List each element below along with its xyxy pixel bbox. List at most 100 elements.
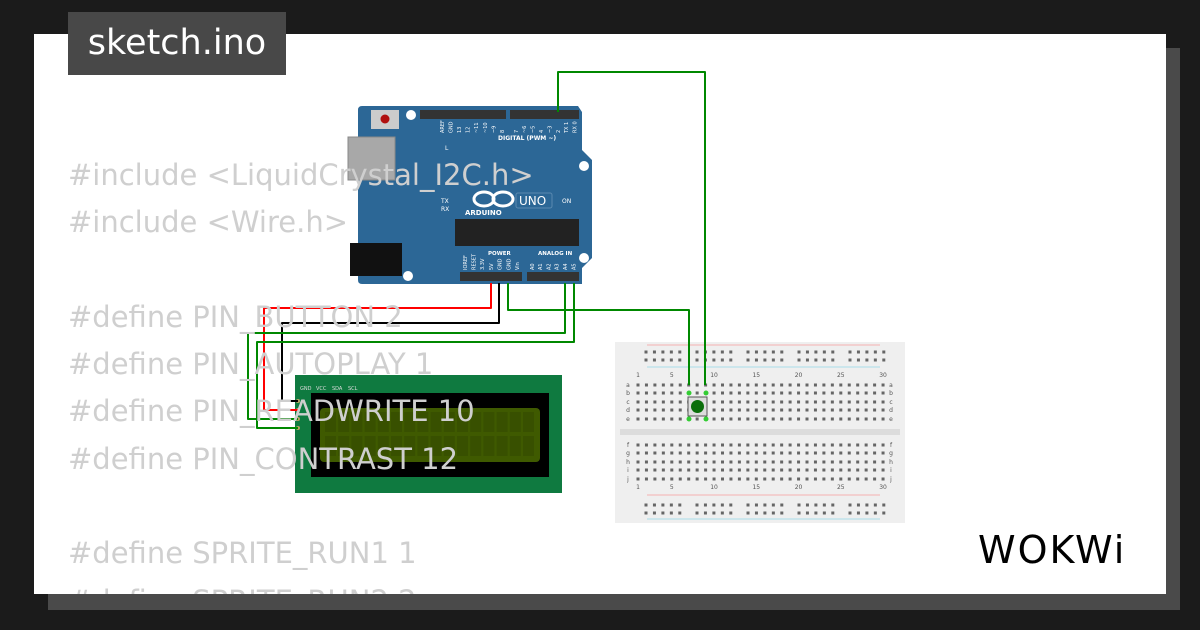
breadboard-hole[interactable] (856, 468, 860, 472)
rail-hole[interactable] (856, 511, 860, 515)
breadboard-hole[interactable] (678, 383, 682, 387)
rail-hole[interactable] (882, 503, 886, 507)
rail-hole[interactable] (678, 511, 682, 515)
breadboard-hole[interactable] (729, 391, 733, 395)
breadboard-hole[interactable] (763, 417, 767, 421)
breadboard-hole[interactable] (746, 391, 750, 395)
breadboard-hole[interactable] (856, 400, 860, 404)
rail-hole[interactable] (729, 511, 733, 515)
breadboard-hole[interactable] (721, 408, 724, 412)
breadboard-hole[interactable] (864, 391, 868, 395)
breadboard-hole[interactable] (797, 460, 801, 464)
breadboard-hole[interactable] (805, 443, 809, 447)
breadboard-hole[interactable] (763, 460, 767, 464)
rail-hole[interactable] (831, 503, 835, 507)
rail-hole[interactable] (720, 503, 724, 507)
breadboard-hole[interactable] (729, 443, 733, 447)
breadboard-hole[interactable] (813, 408, 817, 412)
breadboard-hole[interactable] (805, 417, 809, 421)
rail-hole[interactable] (882, 511, 886, 515)
rail-hole[interactable] (865, 511, 869, 515)
breadboard-hole[interactable] (661, 383, 665, 387)
breadboard-hole[interactable] (771, 477, 775, 481)
breadboard-hole[interactable] (873, 408, 877, 412)
rail-hole[interactable] (763, 503, 767, 507)
rail-hole[interactable] (814, 503, 818, 507)
breadboard-hole[interactable] (771, 451, 775, 455)
breadboard-hole[interactable] (873, 451, 877, 455)
breadboard-hole[interactable] (644, 468, 648, 472)
breadboard-hole[interactable] (805, 400, 809, 404)
breadboard-hole[interactable] (822, 477, 826, 481)
breadboard-hole[interactable] (822, 468, 826, 472)
breadboard-hole[interactable] (737, 417, 741, 421)
breadboard-hole[interactable] (788, 417, 792, 421)
rail-hole[interactable] (865, 358, 869, 362)
breadboard-hole[interactable] (763, 477, 767, 481)
breadboard-hole[interactable] (881, 443, 885, 447)
breadboard-hole[interactable] (678, 460, 682, 464)
breadboard-hole[interactable] (763, 443, 767, 447)
breadboard-hole[interactable] (881, 400, 885, 404)
breadboard-hole[interactable] (847, 460, 851, 464)
breadboard-hole[interactable] (864, 451, 868, 455)
breadboard-hole[interactable] (780, 408, 784, 412)
rail-hole[interactable] (831, 350, 835, 354)
rail-hole[interactable] (678, 358, 682, 362)
breadboard-hole[interactable] (797, 477, 801, 481)
rail-hole[interactable] (856, 350, 860, 354)
breadboard-hole[interactable] (839, 468, 843, 472)
rail-hole[interactable] (746, 511, 750, 515)
breadboard-hole[interactable] (788, 383, 792, 387)
breadboard-hole[interactable] (712, 417, 716, 421)
breadboard-hole[interactable] (788, 477, 792, 481)
rail-hole[interactable] (720, 511, 724, 515)
breadboard-hole[interactable] (644, 443, 648, 447)
rail-hole[interactable] (754, 511, 758, 515)
breadboard-hole[interactable] (712, 383, 716, 387)
breadboard-hole[interactable] (721, 391, 724, 395)
breadboard-hole[interactable] (771, 383, 775, 387)
breadboard-hole[interactable] (873, 468, 877, 472)
breadboard-hole[interactable] (797, 417, 801, 421)
rail-hole[interactable] (669, 358, 673, 362)
breadboard-hole[interactable] (797, 468, 801, 472)
breadboard-hole[interactable] (653, 451, 657, 455)
breadboard-hole[interactable] (813, 460, 817, 464)
rail-hole[interactable] (856, 358, 860, 362)
rail-hole[interactable] (797, 358, 801, 362)
breadboard-hole[interactable] (856, 443, 860, 447)
breadboard-hole[interactable] (763, 408, 767, 412)
rail-hole[interactable] (814, 350, 818, 354)
breadboard-hole[interactable] (644, 477, 648, 481)
breadboard-hole[interactable] (780, 460, 784, 464)
rail-hole[interactable] (763, 358, 767, 362)
breadboard-hole[interactable] (687, 443, 691, 447)
breadboard-hole[interactable] (636, 400, 640, 404)
breadboard-hole[interactable] (670, 391, 674, 395)
breadboard-hole[interactable] (678, 391, 682, 395)
breadboard-hole[interactable] (678, 408, 682, 412)
breadboard-hole[interactable] (881, 383, 885, 387)
breadboard-hole[interactable] (822, 443, 826, 447)
breadboard-hole[interactable] (856, 451, 860, 455)
breadboard-hole[interactable] (771, 468, 775, 472)
breadboard-hole[interactable] (746, 451, 750, 455)
breadboard-hole[interactable] (881, 408, 885, 412)
rail-hole[interactable] (754, 503, 758, 507)
breadboard-hole[interactable] (661, 400, 665, 404)
rail-hole[interactable] (729, 350, 733, 354)
breadboard-hole[interactable] (856, 477, 860, 481)
breadboard-hole[interactable] (754, 383, 758, 387)
breadboard-hole[interactable] (788, 468, 792, 472)
breadboard-hole[interactable] (737, 383, 741, 387)
rail-hole[interactable] (763, 350, 767, 354)
rail-hole[interactable] (822, 511, 826, 515)
breadboard-hole[interactable] (763, 391, 767, 395)
breadboard-hole[interactable] (687, 477, 691, 481)
breadboard-hole[interactable] (839, 391, 843, 395)
breadboard-hole[interactable] (830, 477, 834, 481)
breadboard-hole[interactable] (636, 417, 640, 421)
breadboard-hole[interactable] (805, 391, 809, 395)
rail-hole[interactable] (746, 358, 750, 362)
